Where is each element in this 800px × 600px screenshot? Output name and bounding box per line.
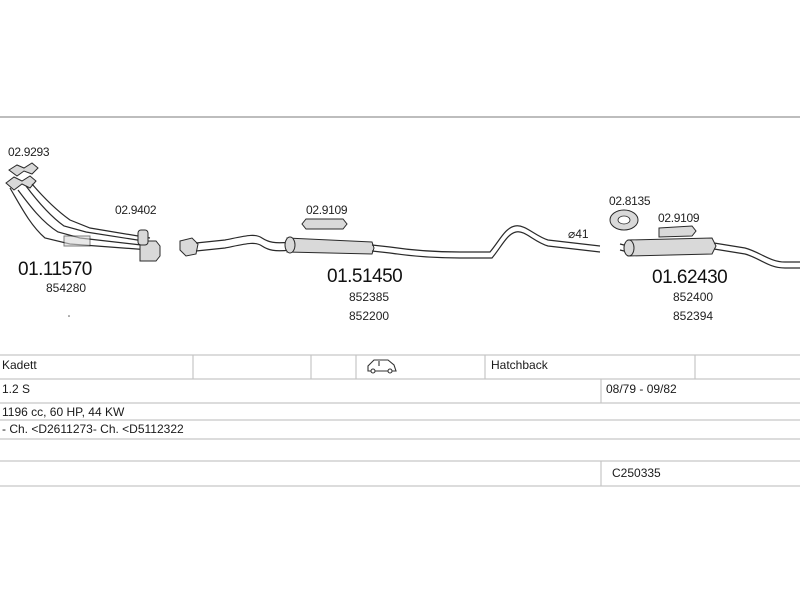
rear-silencer[interactable] bbox=[619, 237, 800, 269]
hatchback-car-icon bbox=[367, 359, 397, 374]
middle-silencer-code: 01.51450 bbox=[327, 266, 402, 287]
mount-middle-code: 02.9109 bbox=[306, 203, 348, 217]
rubber-mount-rear-icon[interactable] bbox=[658, 225, 697, 238]
front-pipe-code: 01.11570 bbox=[18, 259, 92, 280]
middle-silencer-oe-2: 852200 bbox=[349, 309, 389, 323]
gasket-front-code: 02.9293 bbox=[8, 145, 50, 159]
body-type: Hatchback bbox=[491, 358, 548, 372]
chassis-range: - Ch. <D2611273- Ch. <D5112322 bbox=[2, 422, 184, 436]
rubber-mount-middle-icon[interactable] bbox=[301, 218, 348, 230]
pipe-diameter-label: ⌀41 bbox=[568, 227, 589, 241]
rear-silencer-oe-2: 852394 bbox=[673, 309, 713, 323]
rear-silencer-code: 01.62430 bbox=[652, 267, 727, 288]
clamp-code: 02.9402 bbox=[115, 203, 157, 217]
stray-dot bbox=[68, 315, 70, 317]
mount-rear-code: 02.9109 bbox=[658, 211, 700, 225]
engine-specs: 1196 cc, 60 HP, 44 KW bbox=[2, 405, 125, 419]
front-pipe-oe-number: 854280 bbox=[46, 281, 86, 295]
middle-pipe[interactable] bbox=[179, 225, 601, 259]
clamp-icon[interactable] bbox=[137, 229, 149, 246]
front-pipe[interactable] bbox=[5, 175, 161, 262]
rear-silencer-oe-1: 852400 bbox=[673, 290, 713, 304]
gasket-front-icon[interactable] bbox=[8, 162, 39, 177]
catalog-code: C250335 bbox=[612, 466, 661, 480]
vehicle-model: Kadett bbox=[2, 358, 37, 372]
rubber-ring-mount-icon[interactable] bbox=[609, 209, 639, 231]
rubber-mount-code: 02.8135 bbox=[609, 194, 651, 208]
middle-silencer-oe-1: 852385 bbox=[349, 290, 389, 304]
vehicle-info-table bbox=[0, 354, 800, 487]
production-years: 08/79 - 09/82 bbox=[606, 382, 677, 396]
engine-name: 1.2 S bbox=[2, 382, 31, 396]
